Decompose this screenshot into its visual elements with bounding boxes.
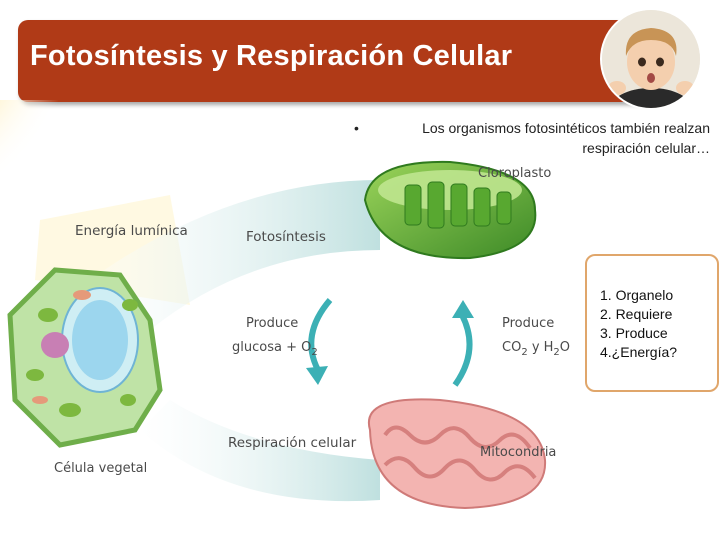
- flow-band-top: [90, 180, 380, 330]
- label-respiracion: Respiración celular: [228, 435, 357, 451]
- label-co2: CO2 y H2O: [502, 340, 570, 358]
- child-face-icon: [602, 10, 700, 108]
- questions-list: 1. Organelo 2. Requiere 3. Produce 4.¿En…: [587, 256, 717, 362]
- label-celula: Célula vegetal: [54, 461, 147, 476]
- flow-band-bottom: [140, 400, 380, 502]
- label-cloroplasto: Cloroplasto: [478, 166, 551, 181]
- bullet-content: Los organismos fotosintéticos también re…: [422, 120, 710, 156]
- label-fotosintesis: Fotosíntesis: [246, 229, 326, 245]
- slide-title: Fotosíntesis y Respiración Celular: [30, 40, 513, 72]
- plant-cell: [7, 267, 163, 448]
- label-mitocondria: Mitocondria: [480, 445, 556, 460]
- label-produce-left: Produce: [246, 316, 298, 331]
- question-item: 1. Organelo: [600, 287, 674, 303]
- question-item: 2. Requiere: [600, 306, 673, 322]
- label-produce-right: Produce: [502, 316, 554, 331]
- bullet-text: • Los organismos fotosintéticos también …: [354, 118, 710, 158]
- label-energia: Energía lumínica: [75, 223, 188, 239]
- question-item: 3. Produce: [600, 325, 668, 341]
- photosynthesis-respiration-diagram: Energía lumínica Fotosíntesis Cloroplast…: [0, 100, 570, 510]
- title-bar: [18, 20, 648, 102]
- up-arrow: [452, 300, 474, 387]
- chloroplast-illustration: [363, 160, 537, 260]
- mitochondria-illustration: [367, 398, 547, 510]
- light-glow: [0, 100, 75, 205]
- avatar: [602, 10, 700, 108]
- down-arrow: [306, 298, 333, 385]
- questions-box: 1. Organelo 2. Requiere 3. Produce 4.¿En…: [585, 254, 719, 392]
- question-item: 4.¿Energía?: [600, 344, 678, 360]
- label-glucosa: glucosa + O2: [232, 340, 318, 358]
- bullet-marker: •: [354, 120, 359, 136]
